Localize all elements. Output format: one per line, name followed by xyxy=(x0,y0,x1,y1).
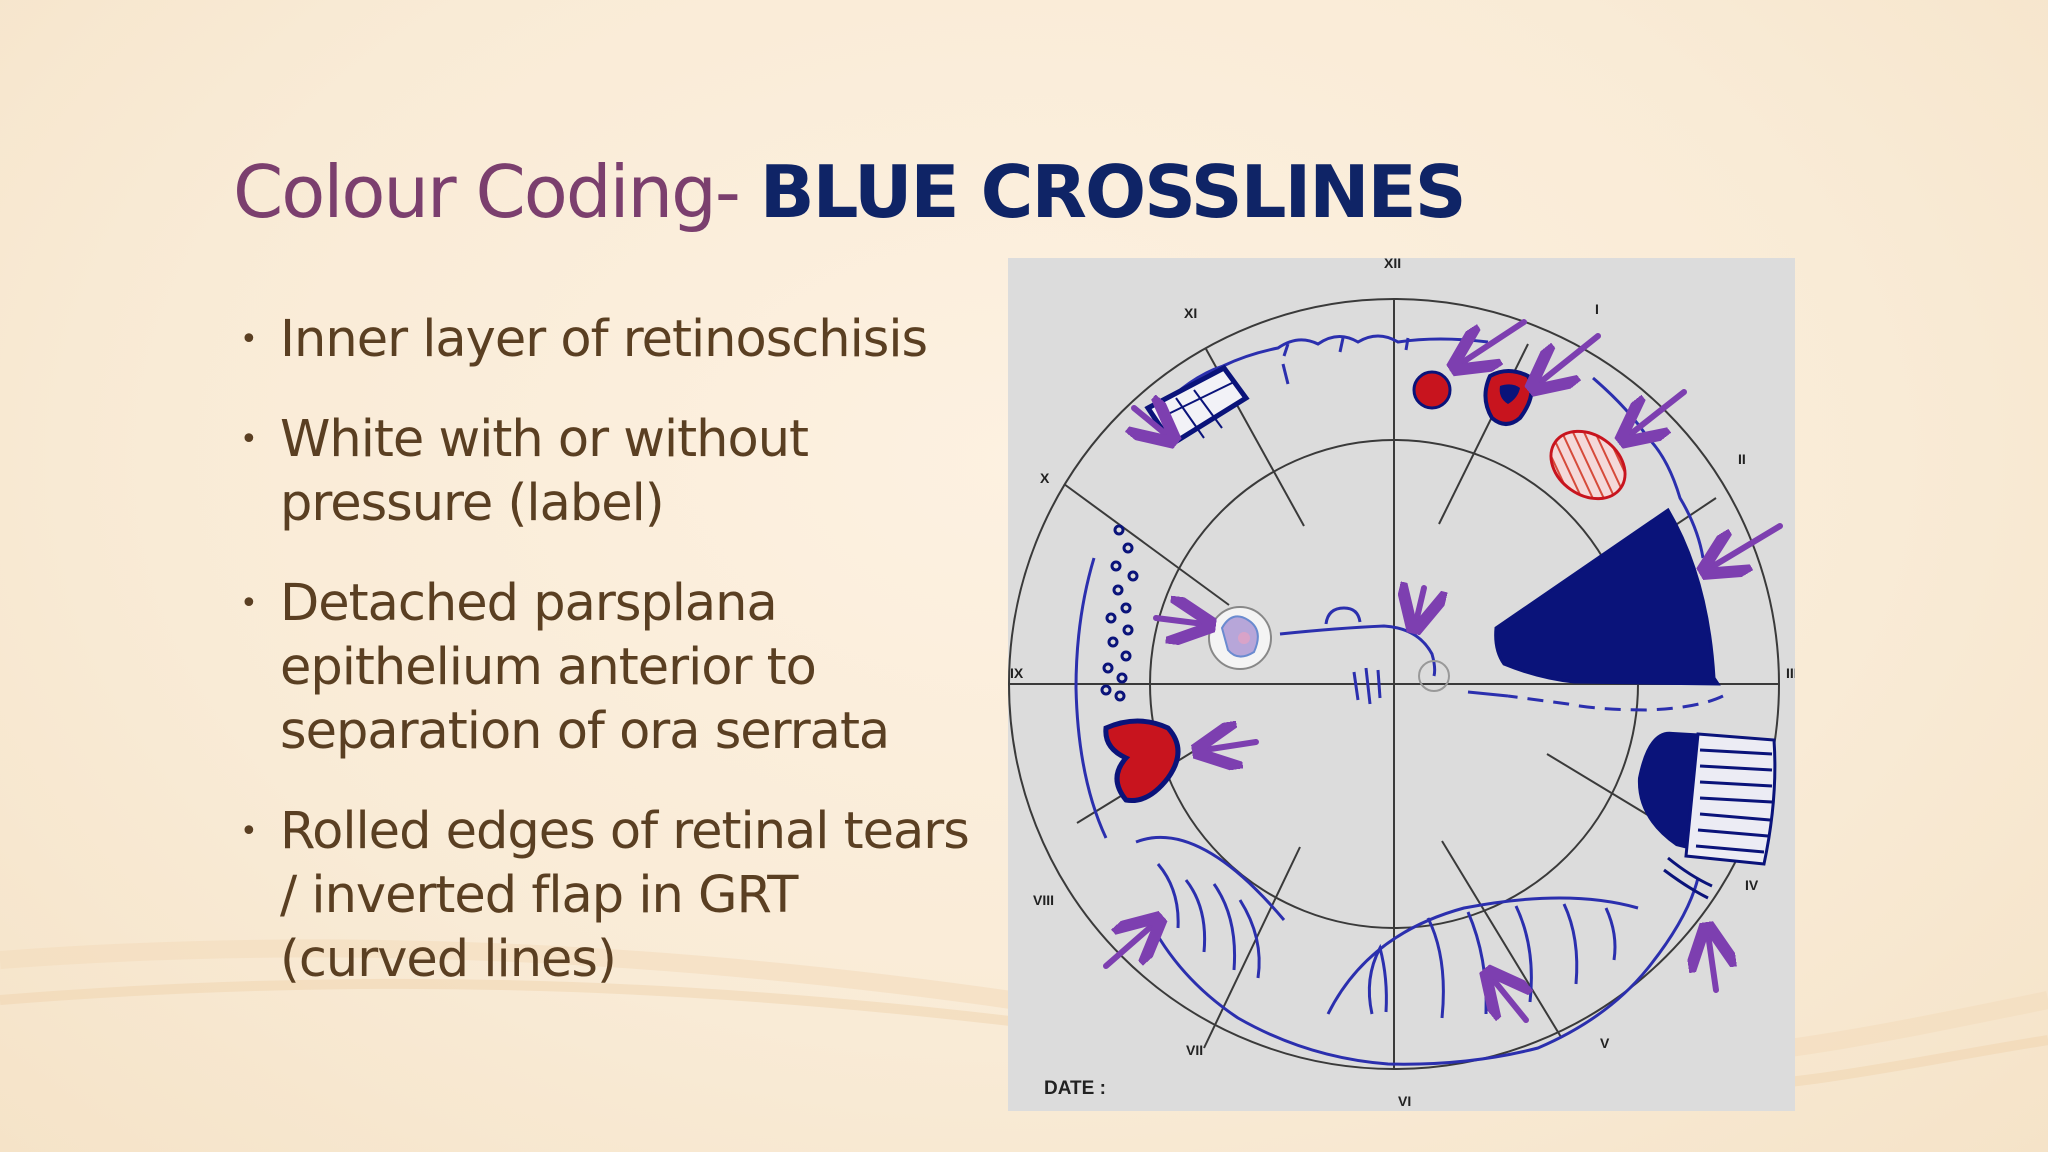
title-prefix: Colour Coding- xyxy=(233,150,741,234)
purple-arrows xyxy=(1103,319,1783,1023)
arrow-icon xyxy=(1153,618,1204,624)
bullet-text: Rolled edges of retinal tears / inverted… xyxy=(280,802,970,989)
bullet-text: Inner layer of retinoschisis xyxy=(280,310,928,369)
bullet-item: • Detached parsplana epithelium anterior … xyxy=(240,572,980,764)
arrow-icon xyxy=(1708,934,1716,993)
clock-label: IV xyxy=(1745,877,1759,893)
bullet-text: White with or without pressure (label) xyxy=(280,410,809,533)
clock-label: X xyxy=(1040,470,1050,486)
clock-labels: XII I II III IV V VI VII VIII IX X XI xyxy=(1010,258,1795,1109)
hatched-red-lesion xyxy=(1549,429,1627,501)
arrow-icon xyxy=(1103,924,1154,969)
bullet-dot-icon: • xyxy=(240,322,258,357)
retinal-chart-svg: XII I II III IV V VI VII VIII IX X XI DA… xyxy=(1008,258,1795,1109)
bullet-dot-icon: • xyxy=(240,814,258,849)
arrow-icon xyxy=(1416,588,1424,622)
date-label: DATE : xyxy=(1044,1078,1106,1099)
dot-cluster xyxy=(1100,524,1139,702)
clock-label: II xyxy=(1738,451,1746,467)
arrow-icon xyxy=(1710,523,1783,568)
title-emphasis: BLUE CROSSLINES xyxy=(759,150,1467,234)
bullet-text: Detached parsplana epithelium anterior t… xyxy=(280,574,890,761)
arrow-icon xyxy=(1134,408,1168,436)
clock-label: III xyxy=(1786,665,1795,681)
clock-label: V xyxy=(1600,1035,1610,1051)
arrow-icon xyxy=(1460,319,1527,364)
clock-label: VIII xyxy=(1033,892,1054,908)
bullet-list: • Inner layer of retinoschisis • White wit… xyxy=(240,308,980,1028)
bullet-item: • Rolled edges of retinal tears / inverte… xyxy=(240,800,980,992)
clock-label: XI xyxy=(1184,305,1197,321)
clock-label: VII xyxy=(1186,1042,1203,1058)
red-flap-lesion xyxy=(1103,718,1181,804)
clock-label: IX xyxy=(1010,665,1024,681)
tear-flap xyxy=(1499,384,1520,404)
arrow-icon xyxy=(1628,389,1687,436)
arrow-icon xyxy=(1204,742,1259,750)
macula-circle xyxy=(1418,660,1450,692)
arrow-icon xyxy=(1538,333,1601,384)
clock-label: I xyxy=(1595,301,1599,317)
optic-disc-figure xyxy=(1208,606,1272,670)
clock-label: VI xyxy=(1398,1093,1411,1109)
slide-title: Colour Coding- BLUE CROSSLINES xyxy=(233,150,1467,234)
bullet-item: • Inner layer of retinoschisis xyxy=(240,308,980,372)
bullet-dot-icon: • xyxy=(240,422,258,457)
navy-detachment-wedge xyxy=(1494,507,1721,686)
retinal-chart-diagram: XII I II III IV V VI VII VIII IX X XI DA… xyxy=(1008,258,1795,1111)
arrow-icon xyxy=(1492,978,1526,1023)
vessel-line xyxy=(1279,606,1437,705)
bullet-item: • White with or without pressure (label) xyxy=(240,408,980,536)
clock-label: XII xyxy=(1384,258,1401,271)
bullet-dot-icon: • xyxy=(240,586,258,621)
striped-lesion-lower-right xyxy=(1637,731,1777,900)
red-hole xyxy=(1412,370,1452,410)
